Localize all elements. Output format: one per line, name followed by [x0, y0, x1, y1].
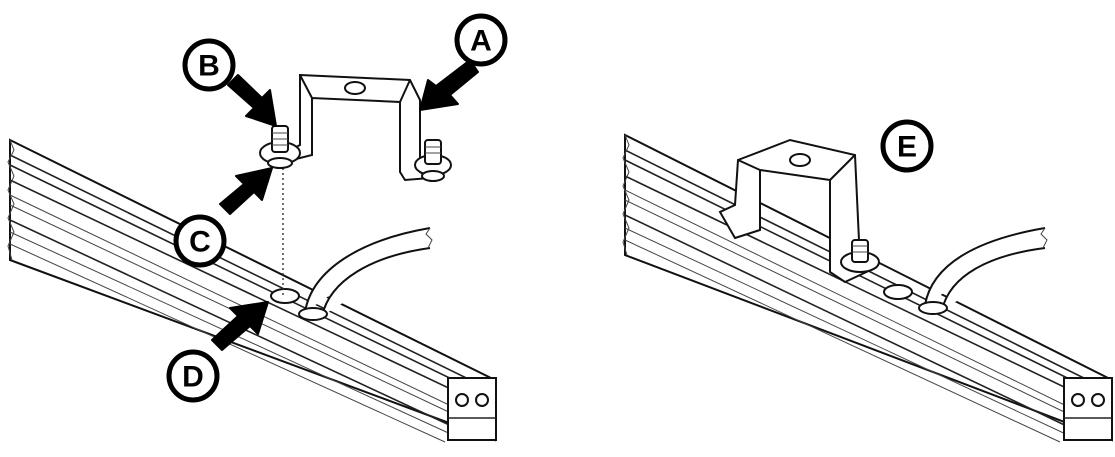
- callout-d-label: D: [182, 361, 204, 394]
- arrow-c: [219, 167, 273, 215]
- bracket: [288, 73, 434, 182]
- callout-a-label: A: [470, 25, 492, 58]
- arrow-d: [211, 301, 269, 351]
- callout-a: A: [454, 13, 508, 67]
- callout-e: E: [880, 119, 934, 173]
- rail-slot: [270, 288, 300, 304]
- callout-d: D: [166, 349, 220, 403]
- callout-c: C: [173, 214, 227, 268]
- arrow-a: [419, 59, 479, 111]
- arrow-b: [227, 74, 277, 127]
- callout-b: B: [182, 38, 236, 92]
- right-rail: [622, 133, 1113, 443]
- callout-c-label: C: [189, 226, 211, 259]
- right-wire: [918, 227, 1048, 315]
- right-bracket: [718, 138, 878, 284]
- right-illustration: E: [622, 119, 1113, 443]
- left-screw-right: [414, 139, 452, 182]
- left-screw-b: [259, 125, 301, 169]
- left-rail: [7, 138, 497, 443]
- callout-b-label: B: [198, 50, 220, 83]
- callout-e-label: E: [897, 131, 917, 164]
- right-rail-slot: [883, 284, 913, 300]
- right-screw: [840, 239, 880, 273]
- left-wire: [298, 227, 433, 321]
- left-illustration: A B C D: [7, 13, 508, 443]
